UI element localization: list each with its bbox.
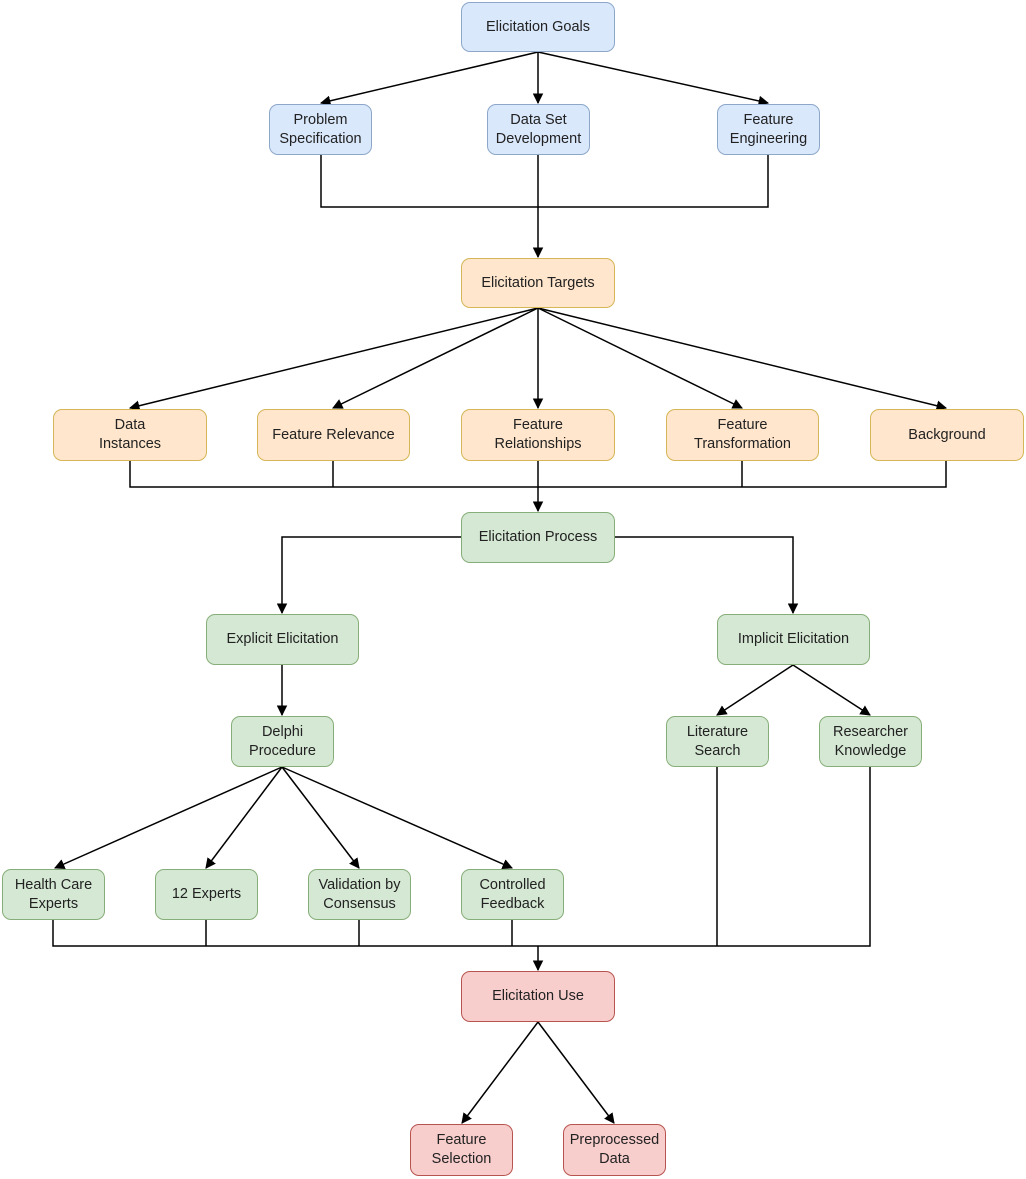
node-problem-specification: Problem Specification	[269, 104, 372, 155]
node-delphi-procedure: Delphi Procedure	[231, 716, 334, 767]
node-feature-engineering: Feature Engineering	[717, 104, 820, 155]
arrow-goals-to-feature-eng	[537, 51, 770, 107]
node-feature-selection: Feature Selection	[410, 1124, 513, 1176]
node-literature-search: Literature Search	[666, 716, 769, 767]
node-feature-transformation: Feature Transformation	[666, 409, 819, 461]
merge-goals-bracket	[320, 155, 769, 208]
arrow-process-to-explicit	[276, 536, 461, 615]
arrow-use-to-feature-selection	[461, 1021, 539, 1124]
arrow-targets-to-data-instances	[128, 307, 539, 411]
arrow-targets-to-feature-transformation	[537, 307, 743, 409]
arrow-delphi-to-validation	[281, 766, 360, 869]
node-controlled-feedback: Controlled Feedback	[461, 869, 564, 920]
node-researcher-knowledge: Researcher Knowledge	[819, 716, 922, 767]
arrow-delphi-to-feedback	[281, 766, 513, 870]
node-data-set-development: Data Set Development	[487, 104, 590, 155]
arrow-delphi-to-12-experts	[205, 766, 283, 869]
node-elicitation-use: Elicitation Use	[461, 971, 615, 1022]
arrow-delphi-to-health-care	[54, 766, 283, 869]
node-elicitation-targets: Elicitation Targets	[461, 258, 615, 308]
node-feature-relationships: Feature Relationships	[461, 409, 615, 461]
arrow-targets-to-feature-relevance	[332, 307, 539, 409]
arrow-implicit-to-literature	[716, 664, 794, 716]
arrow-targets-to-background	[537, 307, 948, 411]
node-elicitation-process: Elicitation Process	[461, 512, 615, 563]
arrow-use-to-preprocessed	[537, 1021, 615, 1124]
node-background: Background	[870, 409, 1024, 461]
node-elicitation-goals: Elicitation Goals	[461, 2, 615, 52]
arrow-implicit-to-researcher	[792, 664, 871, 716]
node-preprocessed-data: Preprocessed Data	[563, 1124, 666, 1176]
node-implicit-elicitation: Implicit Elicitation	[717, 614, 870, 665]
node-health-care-experts: Health Care Experts	[2, 869, 105, 920]
node-validation-by-consensus: Validation by Consensus	[308, 869, 411, 920]
arrow-process-to-implicit	[615, 536, 799, 615]
node-feature-relevance: Feature Relevance	[257, 409, 410, 461]
node-explicit-elicitation: Explicit Elicitation	[206, 614, 359, 665]
node-12-experts: 12 Experts	[155, 869, 258, 920]
node-data-instances: Data Instances	[53, 409, 207, 461]
arrow-goals-to-problem	[319, 51, 539, 106]
merge-process-bracket	[52, 767, 871, 947]
